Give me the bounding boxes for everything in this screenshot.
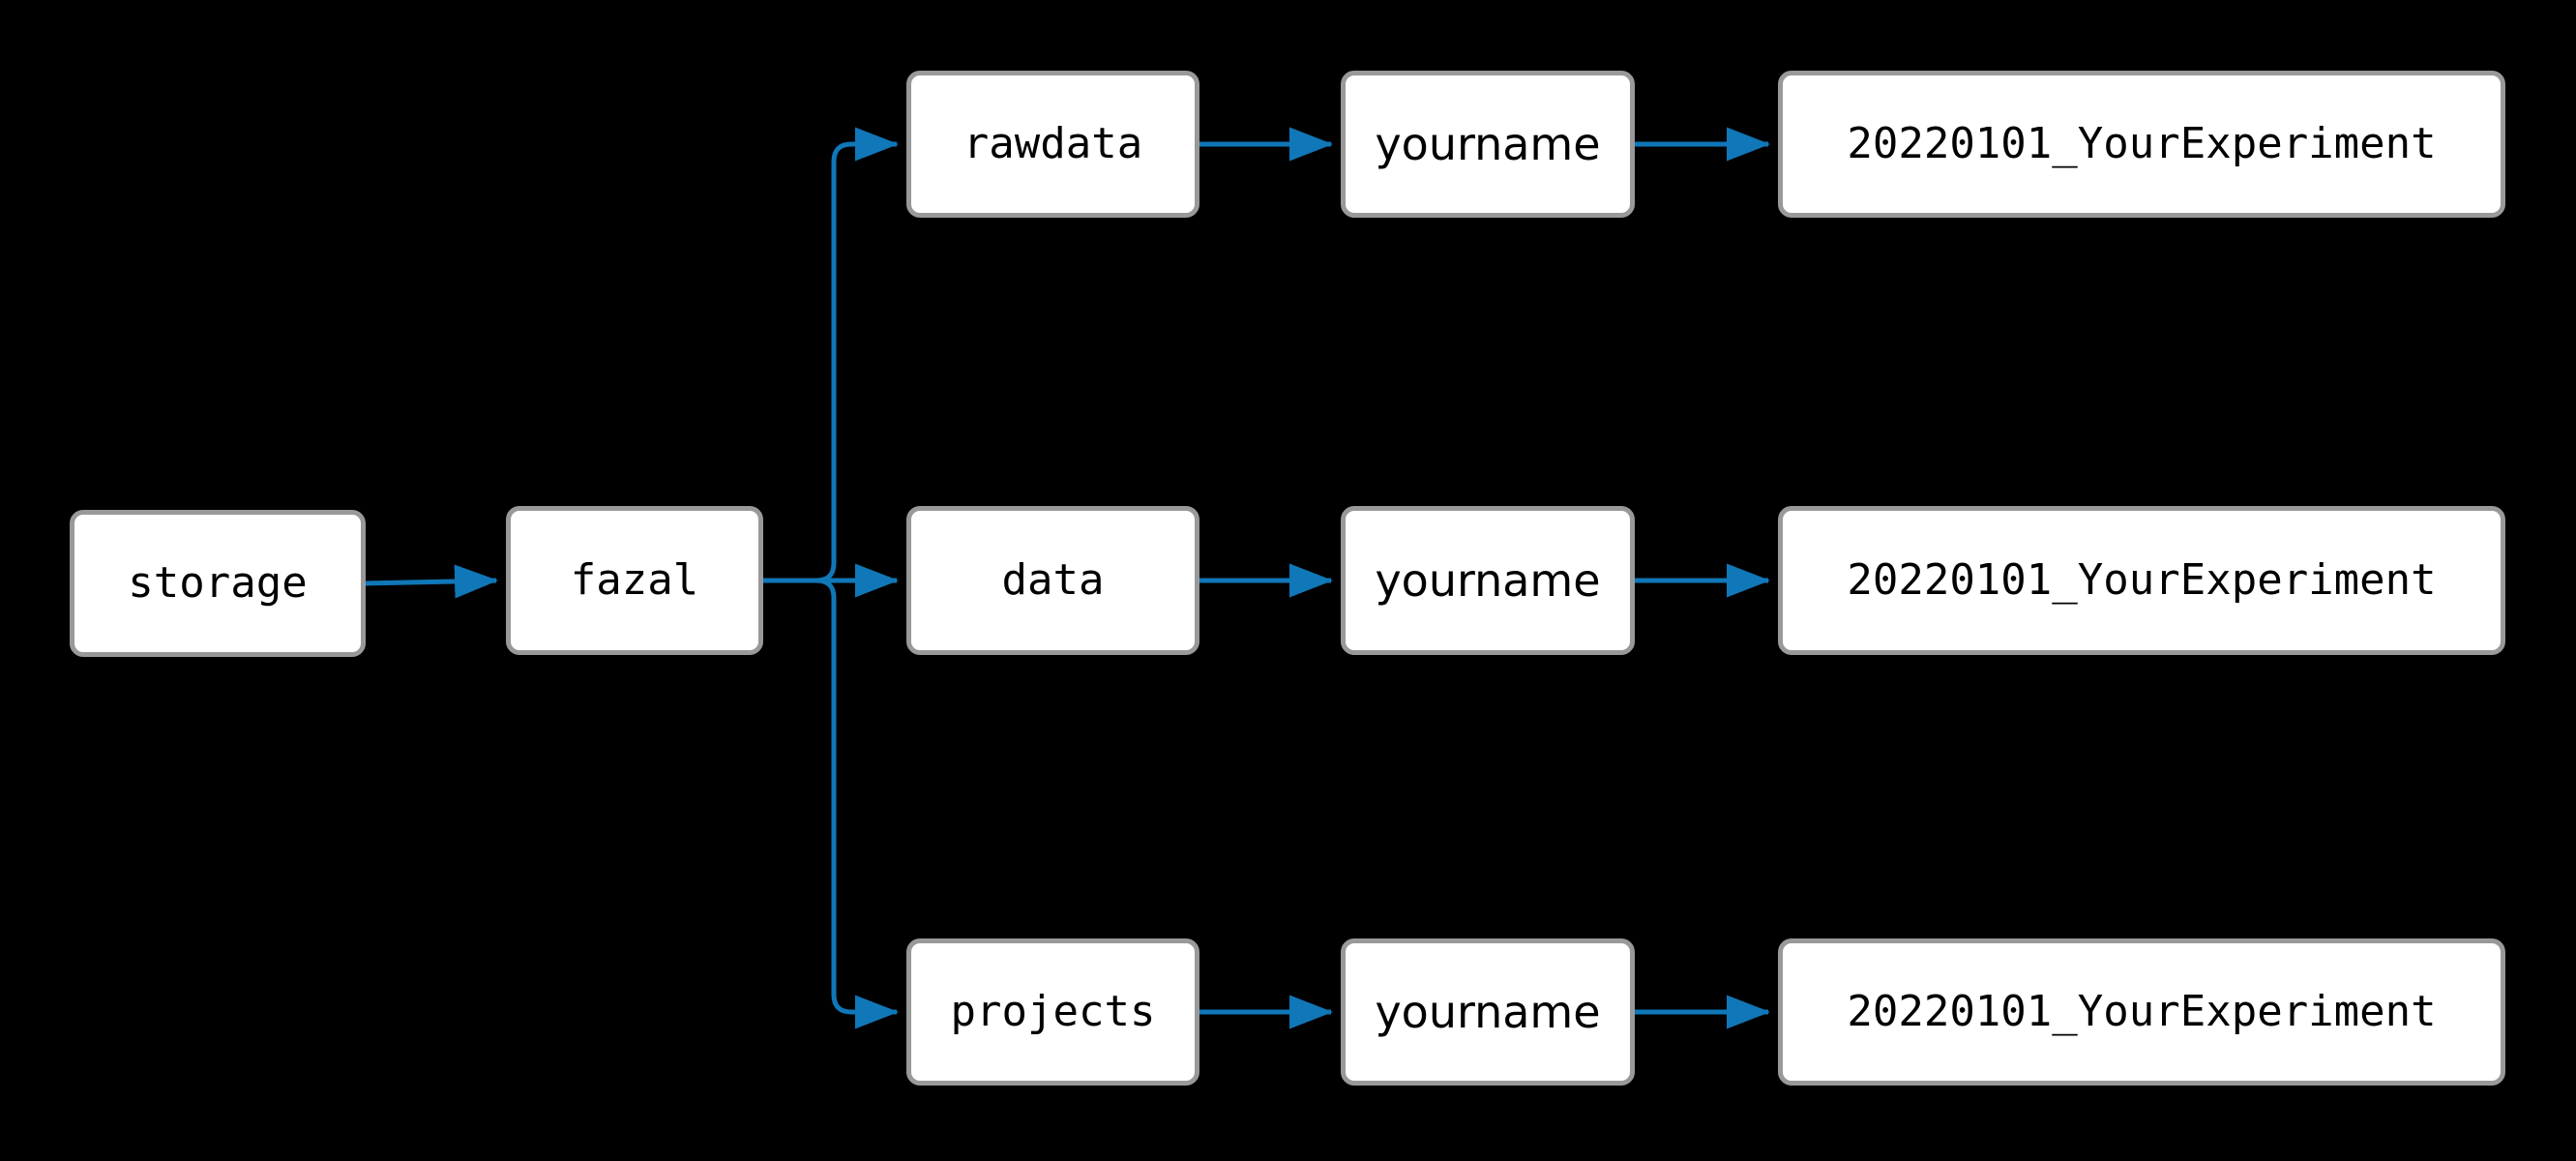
node-label-rawdata: rawdata <box>962 119 1143 168</box>
node-exp_top[interactable]: 20220101_YourExperiment <box>1778 71 2505 218</box>
node-label-fazal: fazal <box>570 555 699 605</box>
node-data[interactable]: data <box>906 506 1199 655</box>
node-label-projects: projects <box>950 987 1156 1036</box>
node-label-exp_mid: 20220101_YourExperiment <box>1847 555 2437 605</box>
node-name_bot[interactable]: yourname <box>1341 938 1635 1086</box>
node-projects[interactable]: projects <box>906 938 1199 1086</box>
node-label-name_mid: yourname <box>1375 554 1601 607</box>
node-name_mid[interactable]: yourname <box>1341 506 1635 655</box>
node-fazal[interactable]: fazal <box>506 506 763 655</box>
node-label-exp_bot: 20220101_YourExperiment <box>1847 987 2437 1036</box>
node-rawdata[interactable]: rawdata <box>906 71 1199 218</box>
e-fazal-projects <box>763 578 899 1029</box>
node-label-name_bot: yourname <box>1375 986 1601 1038</box>
e-fazal-rawdata <box>763 127 899 583</box>
node-label-name_top: yourname <box>1375 118 1601 170</box>
node-exp_bot[interactable]: 20220101_YourExperiment <box>1778 938 2505 1086</box>
node-exp_mid[interactable]: 20220101_YourExperiment <box>1778 506 2505 655</box>
node-label-exp_top: 20220101_YourExperiment <box>1847 119 2437 168</box>
node-storage[interactable]: storage <box>70 510 366 657</box>
node-label-data: data <box>1001 555 1105 605</box>
node-label-storage: storage <box>128 558 308 608</box>
e-storage-fazal <box>365 564 498 599</box>
node-name_top[interactable]: yourname <box>1341 71 1635 218</box>
